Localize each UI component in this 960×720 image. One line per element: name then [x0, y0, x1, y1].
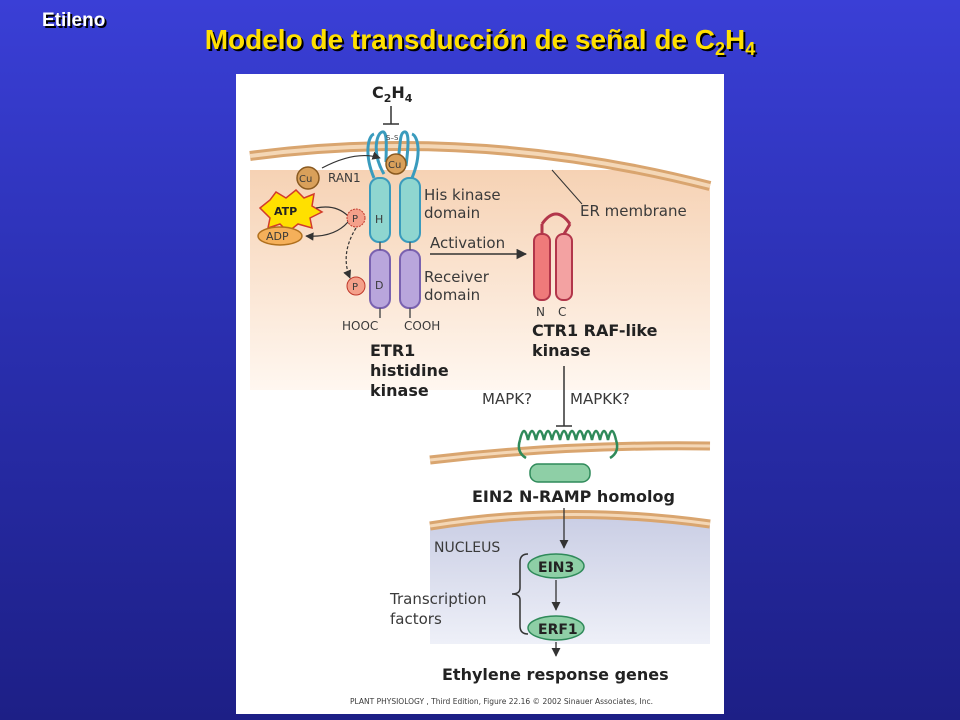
transcription-brace — [511, 553, 529, 635]
pathway-figure: C2H4 S–S Cu Cu RAN1 ATP ADP P H P D His … — [236, 74, 724, 714]
ein3-label: EIN3 — [538, 560, 574, 576]
his-kinase-label-line2: domain — [424, 204, 480, 222]
activation-label: Activation — [430, 234, 505, 252]
adp-label: ADP — [266, 230, 289, 243]
receiver-domain-right — [399, 249, 421, 309]
ctr1-kinase — [533, 212, 573, 301]
figure-credit: PLANT PHYSIOLOGY , Third Edition, Figure… — [350, 697, 653, 706]
nucleus-label: NUCLEUS — [434, 540, 500, 556]
pathway-diagram: C2H4 S–S Cu Cu RAN1 ATP ADP P H P D His … — [249, 74, 712, 706]
cu-ion-ran1 — [296, 166, 320, 190]
erf1-label: ERF1 — [538, 622, 578, 638]
h-label: H — [375, 213, 383, 226]
cooh-label: COOH — [404, 319, 440, 333]
etr1-label-line1: ETR1 — [370, 341, 415, 360]
his-kinase-label-line1: His kinase — [424, 186, 501, 204]
adp-oval — [257, 226, 303, 246]
ethylene-response-label: Ethylene response genes — [442, 665, 669, 684]
ein3-factor — [527, 553, 585, 579]
mapkk-label: MAPKK? — [570, 390, 630, 408]
receiver-label-line1: Receiver — [424, 268, 490, 286]
ctr1-label-line2: kinase — [532, 341, 591, 360]
ligand-label: C2H4 — [372, 83, 413, 105]
ctr1-label-line1: CTR1 RAF-like — [532, 321, 658, 340]
d-label: D — [375, 279, 383, 292]
ran1-label: RAN1 — [328, 171, 361, 185]
cu-label-ran1: Cu — [299, 174, 312, 185]
phospho-his — [346, 208, 366, 228]
transcription-label-line2: factors — [390, 610, 442, 628]
disulfide-label: S–S — [386, 134, 399, 142]
phospho-asp — [346, 276, 366, 296]
transcription-label-line1: Transcription — [389, 590, 486, 608]
atp-label: ATP — [274, 205, 297, 218]
ein2-label: EIN2 N-RAMP homolog — [472, 487, 675, 506]
receiver-label-line2: domain — [424, 286, 480, 304]
erf1-factor — [527, 615, 585, 641]
his-kinase-domain-right — [399, 177, 421, 243]
p-label-asp: P — [352, 282, 358, 293]
etr1-label-line2: histidine — [370, 361, 449, 380]
p-label-his: P — [352, 214, 358, 225]
atp-starburst — [258, 188, 324, 234]
cu-ion-receptor — [385, 153, 407, 175]
n-terminus-label: N — [536, 305, 545, 319]
mapk-label: MAPK? — [482, 390, 532, 408]
hooc-label: HOOC — [342, 319, 378, 333]
cu-label-receptor: Cu — [388, 160, 401, 171]
c-terminus-label: C — [558, 305, 566, 319]
slide-title: Modelo de transducción de señal de C2H4 — [204, 24, 756, 59]
er-membrane-label: ER membrane — [580, 202, 687, 220]
etr1-label-line3: kinase — [370, 381, 429, 400]
his-kinase-domain-left — [369, 177, 391, 243]
corner-label: Etileno — [42, 10, 106, 31]
ein2-protein — [517, 429, 619, 483]
